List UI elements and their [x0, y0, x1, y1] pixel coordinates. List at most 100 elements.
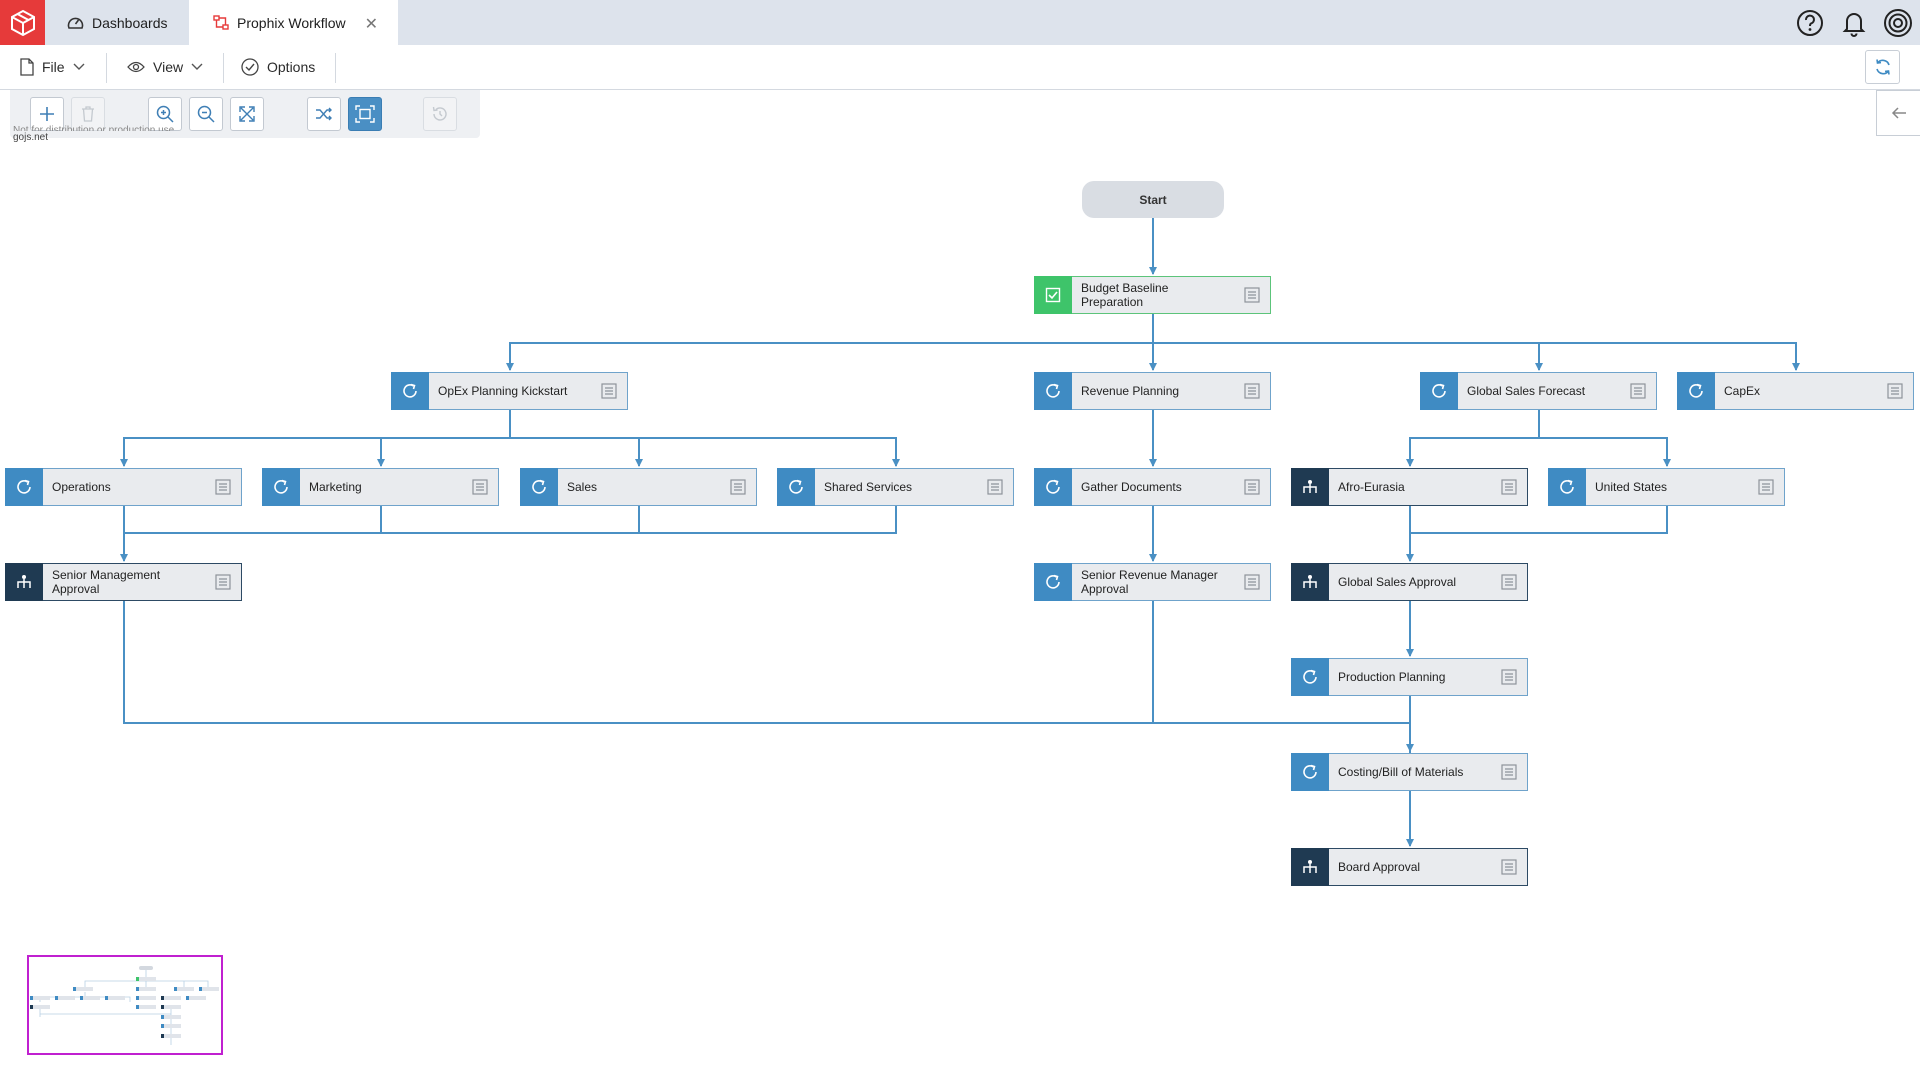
delete-button[interactable]: [71, 97, 105, 131]
document-icon[interactable]: [1244, 574, 1260, 590]
node-board-approval[interactable]: Board Approval: [1291, 848, 1528, 886]
link-globalsales-afro: [1406, 409, 1540, 467]
prophix-logo-icon[interactable]: [0, 0, 45, 45]
refresh-icon: [5, 468, 43, 506]
dashboard-icon: [67, 15, 84, 30]
document-icon[interactable]: [1887, 383, 1903, 399]
document-icon[interactable]: [1244, 287, 1260, 303]
node-label: Revenue Planning: [1081, 384, 1180, 398]
refresh-icon: [391, 372, 429, 410]
collapse-panel-button[interactable]: [1876, 90, 1920, 136]
link-opex-shared: [639, 437, 900, 467]
options-menu[interactable]: Options: [241, 45, 315, 89]
menu-bar: File View Options: [0, 45, 1920, 90]
link-budget-globalsales: [1153, 342, 1543, 371]
document-icon[interactable]: [215, 479, 231, 495]
zoom-out-button[interactable]: [189, 97, 223, 131]
node-label: Gather Documents: [1081, 480, 1182, 494]
refresh-icon: [1291, 753, 1329, 791]
document-icon[interactable]: [601, 383, 617, 399]
document-icon[interactable]: [1501, 479, 1517, 495]
chevron-down-icon: [73, 63, 85, 71]
shuffle-layout-button[interactable]: [307, 97, 341, 131]
node-costing-bill-of-materials[interactable]: Costing/Bill of Materials: [1291, 753, 1528, 791]
file-menu[interactable]: File: [20, 45, 85, 89]
node-marketing[interactable]: Marketing: [262, 468, 499, 506]
link-globalsales-us: [1539, 437, 1671, 467]
document-icon[interactable]: [215, 574, 231, 590]
bell-icon[interactable]: [1832, 0, 1876, 45]
fit-screen-icon: [355, 105, 375, 123]
node-capex[interactable]: CapEx: [1677, 372, 1914, 410]
document-icon[interactable]: [1501, 859, 1517, 875]
refresh-icon: [777, 468, 815, 506]
node-sales[interactable]: Sales: [520, 468, 757, 506]
check-circle-icon: [241, 58, 259, 76]
link-budget-capex: [1539, 342, 1800, 371]
help-icon[interactable]: [1788, 0, 1832, 45]
file-icon: [20, 58, 34, 76]
user-profile-icon[interactable]: [1876, 0, 1920, 45]
node-budget-baseline[interactable]: Budget Baseline Preparation: [1034, 276, 1271, 314]
tab-dashboards[interactable]: Dashboards: [45, 0, 189, 45]
document-icon[interactable]: [1244, 383, 1260, 399]
eye-icon: [127, 61, 145, 73]
refresh-icon: [1291, 658, 1329, 696]
view-menu[interactable]: View: [127, 45, 203, 89]
view-menu-label: View: [153, 59, 184, 75]
refresh-icon: [262, 468, 300, 506]
node-operations[interactable]: Operations: [5, 468, 242, 506]
node-label: Costing/Bill of Materials: [1338, 765, 1464, 779]
tab-label: Prophix Workflow: [237, 14, 346, 31]
zoom-in-button[interactable]: [148, 97, 182, 131]
menu-divider: [335, 53, 336, 83]
checkbox-icon: [1034, 276, 1072, 314]
node-afro-eurasia[interactable]: Afro-Eurasia: [1291, 468, 1528, 506]
document-icon[interactable]: [472, 479, 488, 495]
start-node[interactable]: Start: [1082, 181, 1224, 218]
zoom-in-icon: [156, 105, 174, 123]
document-icon[interactable]: [1630, 383, 1646, 399]
top-icons: [1788, 0, 1920, 45]
node-revenue-planning[interactable]: Revenue Planning: [1034, 372, 1271, 410]
link-opex-sales: [510, 437, 643, 467]
hierarchy-icon: [5, 563, 43, 601]
node-senior-management-approval[interactable]: Senior Management Approval: [5, 563, 242, 601]
document-icon[interactable]: [987, 479, 1003, 495]
document-icon[interactable]: [1758, 479, 1774, 495]
node-global-sales-forecast[interactable]: Global Sales Forecast: [1420, 372, 1657, 410]
node-production-planning[interactable]: Production Planning: [1291, 658, 1528, 696]
chevron-down-icon: [191, 63, 203, 71]
history-button[interactable]: [423, 97, 457, 131]
node-united-states[interactable]: United States: [1548, 468, 1785, 506]
diagram-overview[interactable]: [27, 955, 223, 1055]
document-icon[interactable]: [1501, 574, 1517, 590]
link-shared-seniormgmt: [639, 504, 897, 534]
node-label: Afro-Eurasia: [1338, 480, 1405, 494]
refresh-icon: [520, 468, 558, 506]
menu-divider: [223, 53, 224, 83]
link-seniormgmt-costing: [123, 599, 1410, 724]
close-icon[interactable]: ✕: [364, 16, 378, 33]
node-label: Board Approval: [1338, 860, 1421, 874]
tab-label: Dashboards: [92, 14, 168, 31]
node-senior-revenue-manager-approval[interactable]: Senior Revenue Manager Approval: [1034, 563, 1271, 601]
refresh-icon: [1875, 59, 1890, 75]
node-shared-services[interactable]: Shared Services: [777, 468, 1014, 506]
tab-prophix-workflow[interactable]: Prophix Workflow ✕: [189, 0, 398, 45]
refresh-button[interactable]: [1865, 50, 1900, 84]
document-icon[interactable]: [1501, 764, 1517, 780]
hierarchy-icon: [1291, 468, 1329, 506]
node-opex-planning[interactable]: OpEx Planning Kickstart: [391, 372, 628, 410]
document-icon[interactable]: [730, 479, 746, 495]
document-icon[interactable]: [1501, 669, 1517, 685]
fit-screen-button[interactable]: [348, 97, 382, 131]
node-global-sales-approval[interactable]: Global Sales Approval: [1291, 563, 1528, 601]
node-gather-documents[interactable]: Gather Documents: [1034, 468, 1271, 506]
document-icon[interactable]: [1244, 479, 1260, 495]
add-node-button[interactable]: [30, 97, 64, 131]
node-label: United States: [1595, 480, 1668, 494]
fit-all-button[interactable]: [230, 97, 264, 131]
workflow-icon: [213, 15, 229, 30]
